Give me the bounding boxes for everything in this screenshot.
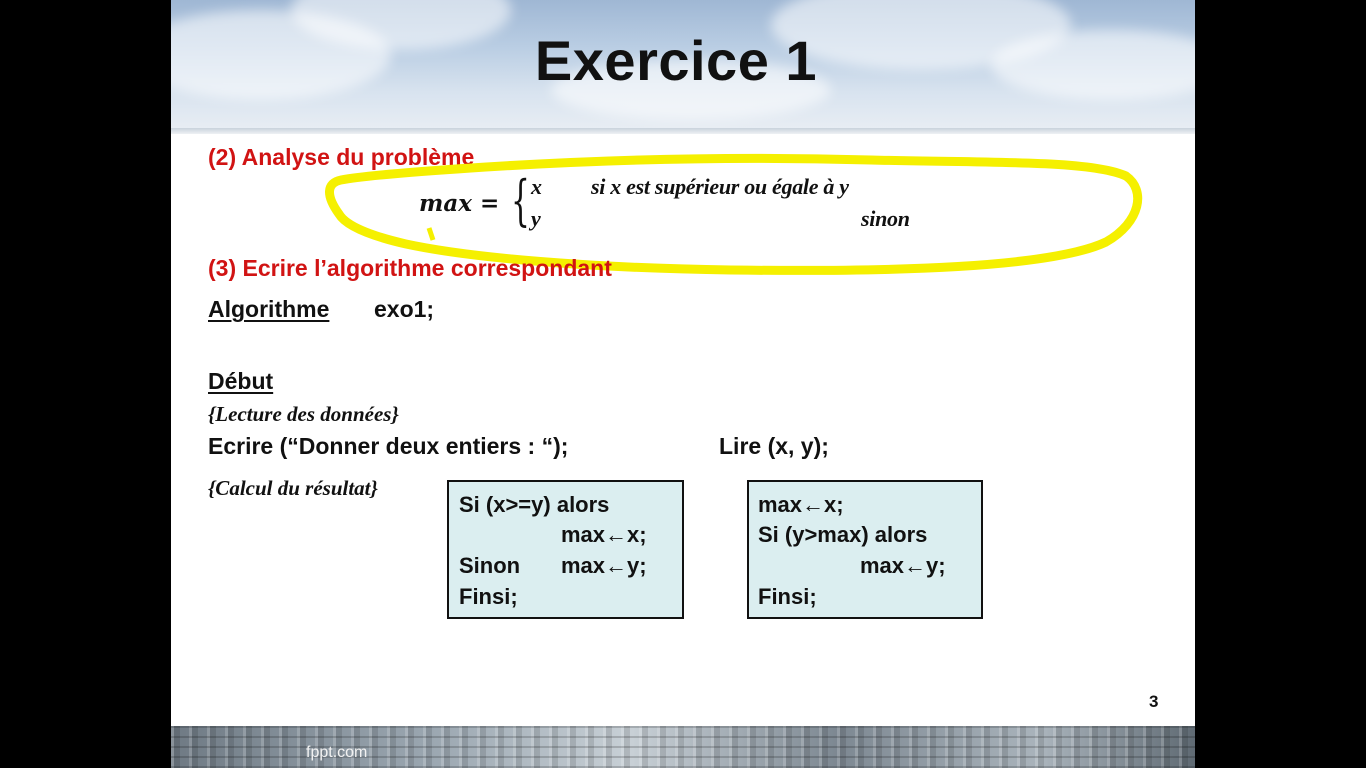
section-heading-algorithm: (3) Ecrire l’algorithme correspondant [208,255,612,281]
code-box-if-only: max←x; Si (y>max) alors max←y; Finsi; [747,480,983,619]
code-line: max←y; [561,553,647,578]
code-line: Finsi; [459,584,518,609]
ecrire-statement: Ecrire (“Donner deux entiers : “); [208,433,569,459]
slide-header-sky [171,0,1195,132]
code-line: max←x; [758,492,844,517]
curly-brace-icon: { [511,169,530,232]
code-box-if-else: Si (x>=y) alors max←x; Sinon max←y; Fins… [447,480,684,619]
algorithm-name: exo1; [374,296,435,322]
code-line: max←y; [860,553,946,578]
code-line: Sinon [459,553,521,578]
presentation-slide: Exercice 1 (2) Analyse du problème max =… [171,0,1195,768]
code-line: Si (y>max) alors [758,522,928,547]
formula-case1-value: x [531,174,542,199]
comment-lecture: {Lecture des données} [208,402,399,426]
code-line: Si (x>=y) alors [459,492,610,517]
formula-case2-condition: sinon [861,206,910,231]
algorithm-keyword: Algorithme [208,296,330,322]
formula-lhs: max = [419,190,500,217]
code-line: Finsi; [758,584,817,609]
lire-statement: Lire (x, y); [719,433,829,459]
header-divider [171,128,1195,134]
debut-keyword: Début [208,368,274,394]
comment-calcul: {Calcul du résultat} [208,476,378,500]
formula-case1-condition: si x est supérieur ou égale à y [591,174,849,199]
slide-footer-buildings: fppt.com [171,726,1195,768]
code-line: max←x; [561,522,647,547]
section-heading-analysis: (2) Analyse du problème [208,144,475,170]
footer-watermark: fppt.com [306,744,368,761]
slide-title: Exercice 1 [534,29,818,92]
formula-case2-value: y [531,206,541,231]
page-number: 3 [1149,692,1159,711]
